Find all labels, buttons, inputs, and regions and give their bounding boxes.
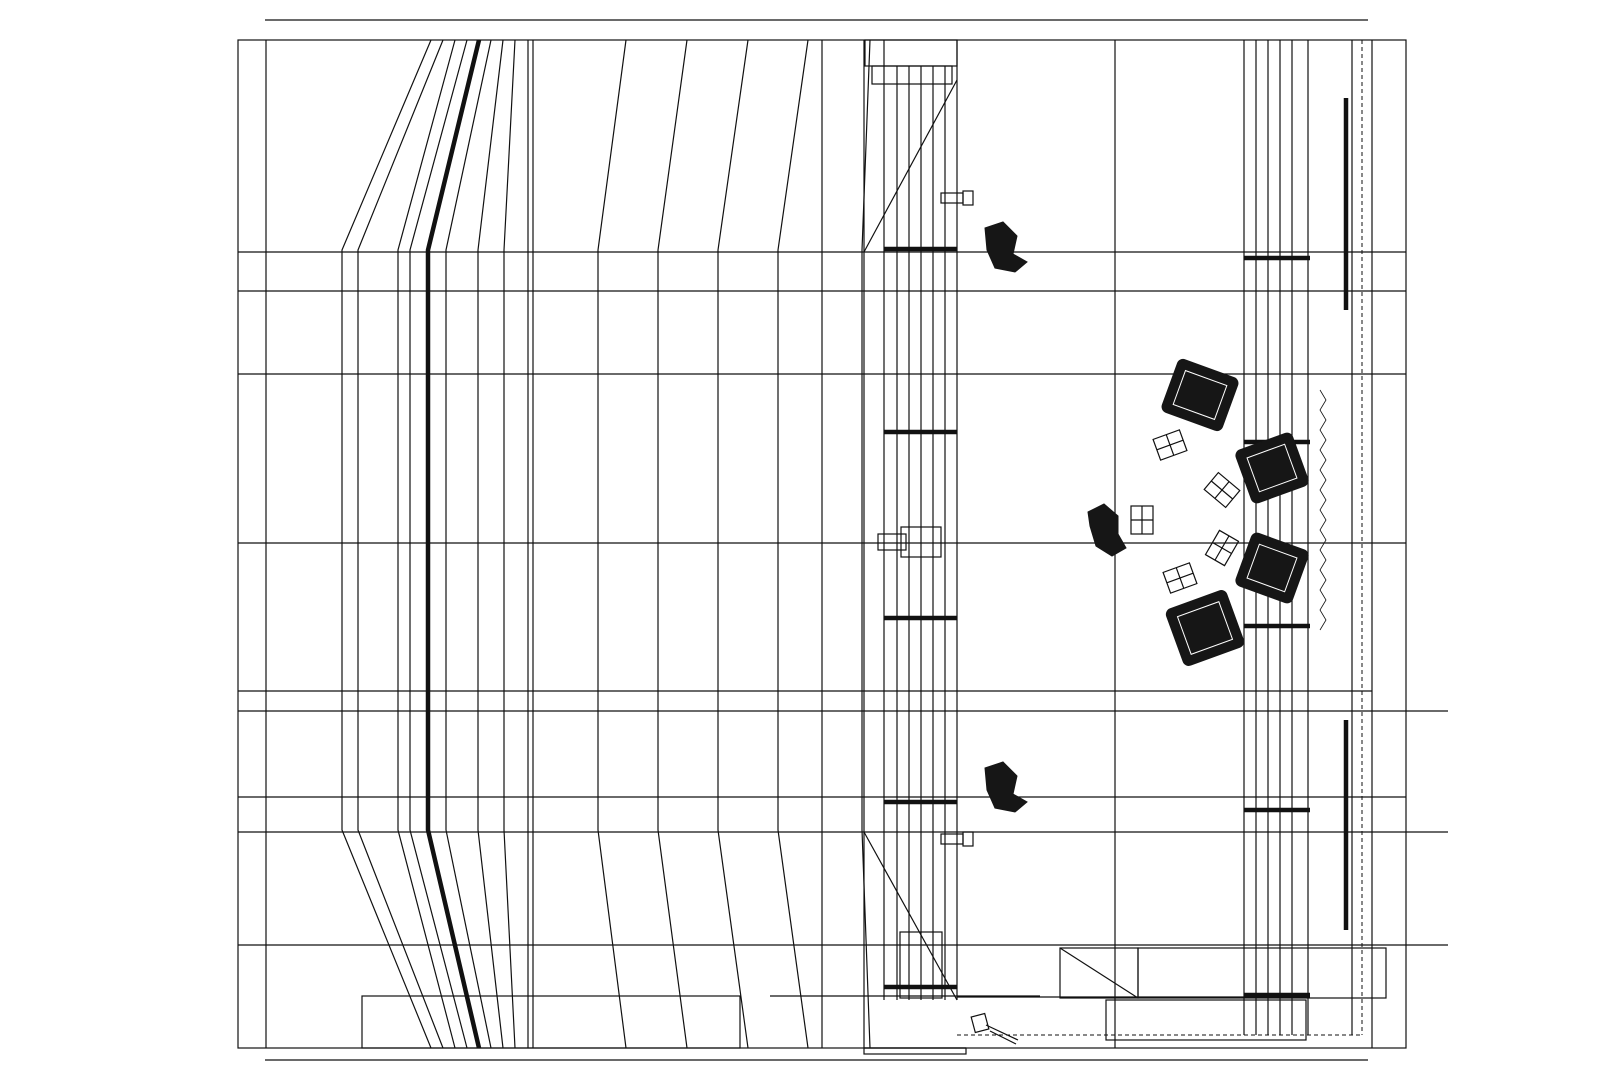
armchairs (984, 221, 1309, 813)
grid-lines (238, 251, 1448, 946)
stage-area (957, 39, 1360, 1048)
door-swing (970, 1012, 1019, 1045)
bleacher-rows (341, 39, 871, 1049)
small-tables (1130, 429, 1241, 594)
counter-desk (361, 947, 1387, 1055)
column-pier (863, 39, 974, 1001)
